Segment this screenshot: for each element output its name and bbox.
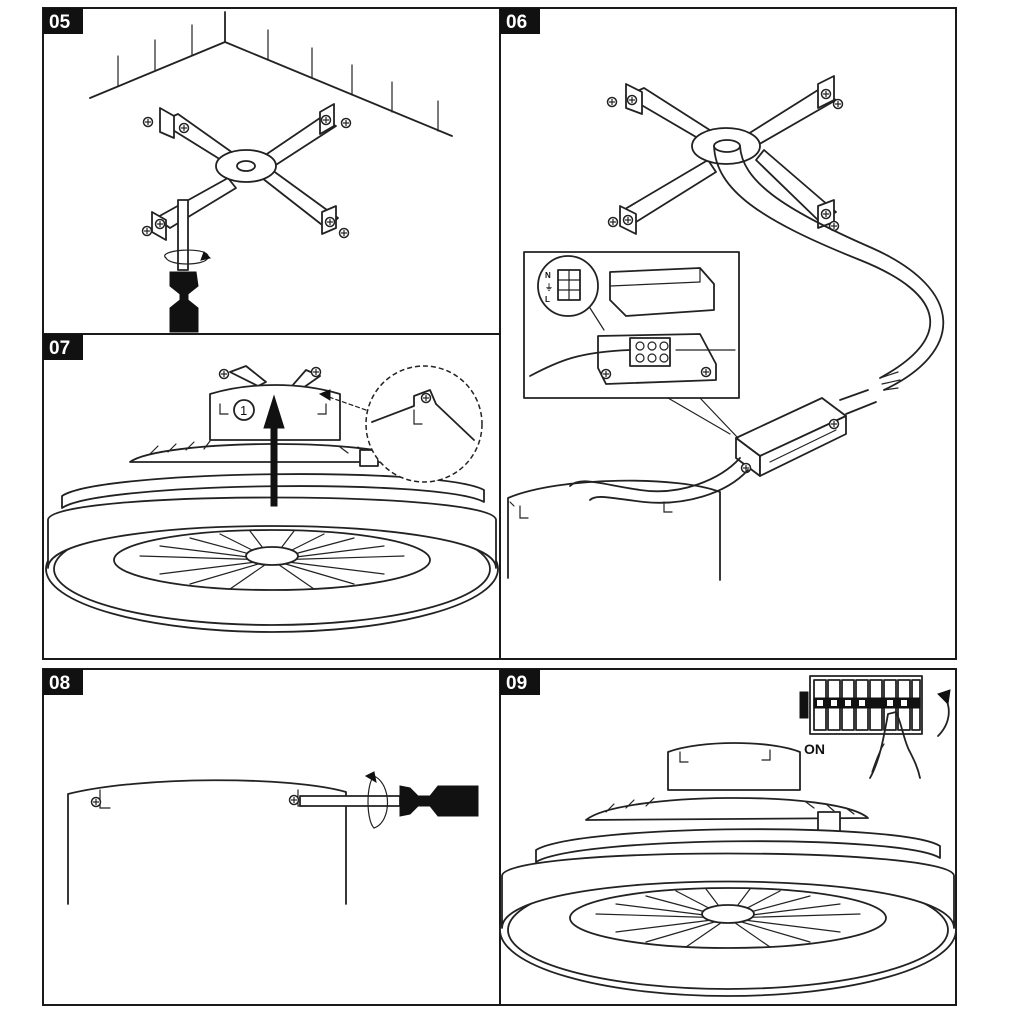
step-callout-circle	[233, 399, 255, 421]
step-05-badge	[43, 8, 83, 34]
mounting-bracket	[606, 75, 844, 235]
power-cable	[713, 139, 945, 415]
panel-09: 09	[499, 668, 957, 1006]
step-07-badge	[43, 334, 83, 360]
step-08-badge	[43, 669, 83, 695]
step-06-number: 06	[506, 12, 527, 33]
terminal-l-label: L	[545, 295, 550, 304]
step-07-number: 07	[49, 338, 70, 359]
fan-housing-top	[67, 779, 347, 905]
wiring-inset: N ⏚ L	[523, 251, 740, 399]
fan-grille	[585, 797, 869, 821]
step-06-badge	[500, 8, 540, 34]
detail-inset	[318, 365, 483, 483]
fan-housing-top	[667, 742, 801, 791]
step-05-number: 05	[49, 12, 71, 33]
lower-cable	[569, 457, 741, 493]
screwdriver-icon	[164, 199, 211, 333]
fan-housing-top	[507, 479, 721, 581]
circuit-breaker: ON	[799, 675, 951, 779]
terminal-n-label: N	[545, 271, 551, 280]
mounting-bracket	[141, 103, 352, 241]
panel-07: 07 1	[42, 333, 501, 660]
switch-on-label: ON	[804, 741, 825, 757]
ceiling-fan-body	[45, 473, 499, 633]
ceiling-corner	[89, 11, 453, 137]
panel-06: 06	[499, 7, 957, 660]
ceiling-fan-body	[499, 828, 957, 997]
terminal-earth-label: ⏚	[545, 283, 553, 292]
panel-08: 08	[42, 668, 501, 1006]
lift-arrow-icon	[263, 394, 285, 507]
inline-connector	[735, 397, 847, 477]
step-callout-number: 1	[240, 403, 247, 418]
step-09-badge	[500, 669, 540, 695]
screwdriver-icon	[299, 771, 479, 829]
mounting-bracket	[218, 365, 322, 391]
step-08-number: 08	[49, 673, 70, 694]
panel-05: 05	[42, 7, 501, 335]
step-09-number: 09	[506, 673, 527, 694]
